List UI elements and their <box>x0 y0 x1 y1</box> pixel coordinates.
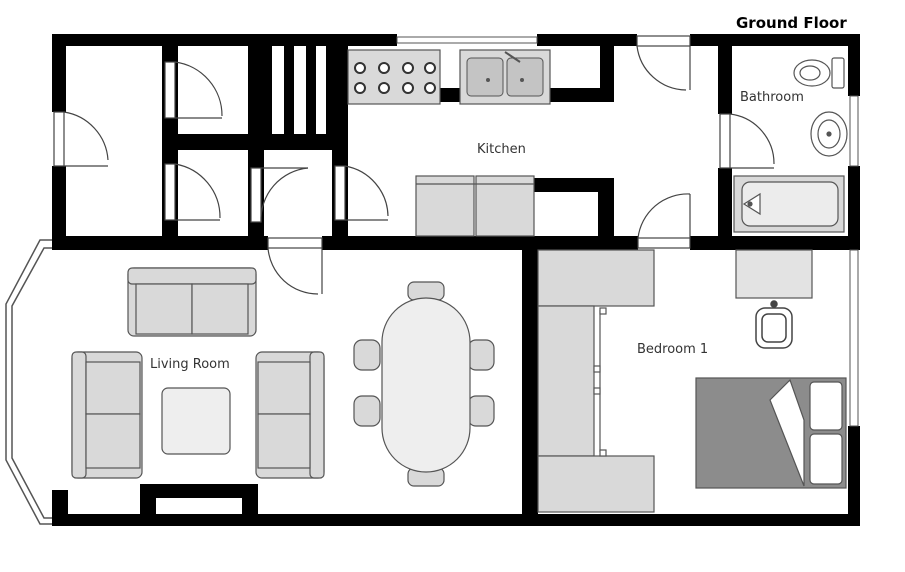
wardrobe-unit <box>537 249 655 513</box>
bay-window <box>5 239 52 525</box>
bed <box>695 377 847 489</box>
bedroom-desk <box>735 249 813 299</box>
stove <box>347 49 441 105</box>
coffee-table <box>161 387 231 455</box>
kitchen-sink <box>459 49 551 105</box>
room-label-kitchen: Kitchen <box>477 142 526 157</box>
desk-chair <box>755 300 793 349</box>
doors <box>53 35 775 295</box>
dining-set <box>353 281 495 487</box>
sofa-right <box>255 351 325 479</box>
bathroom-sink <box>810 111 848 157</box>
sofa-left <box>71 351 143 479</box>
room-label-living-room: Living Room <box>150 357 230 372</box>
sofa-top <box>127 267 257 337</box>
toilet <box>793 57 845 89</box>
floor-title: Ground Floor <box>736 14 847 32</box>
room-label-bedroom: Bedroom 1 <box>637 342 708 357</box>
windows <box>396 36 859 427</box>
kitchen-counter <box>415 175 535 237</box>
bathtub <box>733 175 845 233</box>
room-label-bathroom: Bathroom <box>740 90 804 105</box>
